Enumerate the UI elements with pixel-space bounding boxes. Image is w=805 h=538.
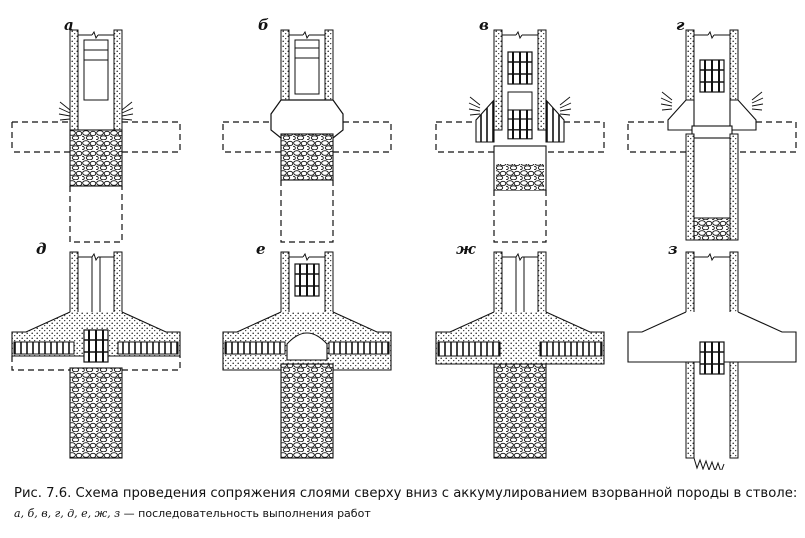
panel-z-drawing xyxy=(627,251,797,474)
panel-d-drawing xyxy=(11,251,181,459)
panel-b-drawing xyxy=(222,29,392,243)
panel-label-b: б xyxy=(258,16,269,34)
panel-label-e: е xyxy=(256,240,266,258)
figure-diagram xyxy=(11,29,797,474)
panel-v-drawing xyxy=(435,29,605,243)
panel-label-zh: ж xyxy=(456,240,476,258)
panel-label-a: а xyxy=(64,16,74,34)
legend-letters: а, б, в, г, д, е, ж, з xyxy=(14,507,121,520)
figure-caption: Рис. 7.6. Схема проведения сопряжения сл… xyxy=(14,486,798,501)
panel-label-d: д xyxy=(36,240,47,258)
panel-g-drawing xyxy=(627,29,797,241)
panel-zh-drawing xyxy=(435,251,605,459)
panel-label-g: г xyxy=(676,16,685,34)
panel-a-drawing xyxy=(11,29,181,243)
panel-label-v: в xyxy=(479,16,489,34)
legend-text: — последовательность выполнения работ xyxy=(123,507,371,520)
panel-label-z: з xyxy=(668,240,678,258)
figure-legend: а, б, в, г, д, е, ж, з — последовательно… xyxy=(14,507,799,520)
panel-e-drawing xyxy=(222,251,392,459)
